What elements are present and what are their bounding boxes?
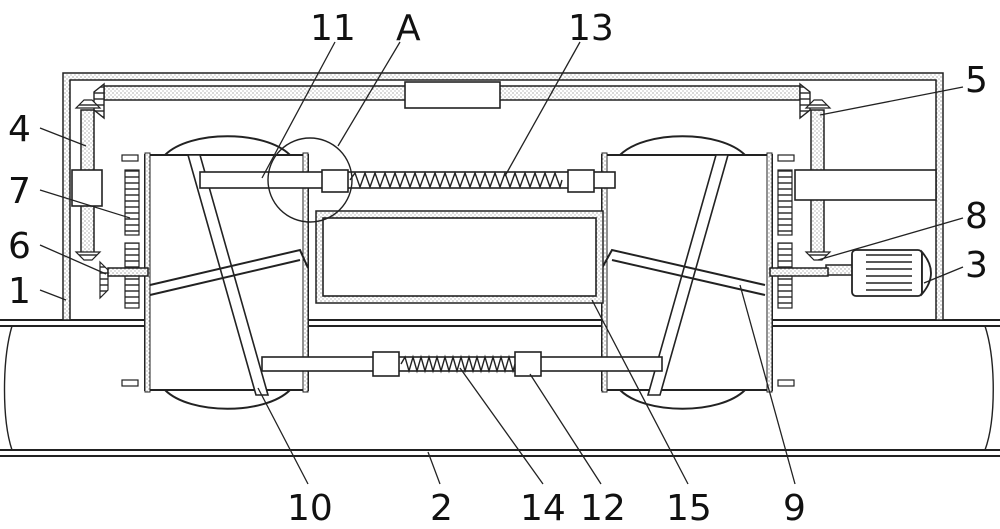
- label-5: 5: [965, 60, 988, 101]
- upper-spring-rod-13: [199, 169, 616, 193]
- left-clamp-body: [99, 135, 309, 410]
- middle-block-15: [315, 210, 604, 304]
- right-clamp-body: [601, 135, 829, 410]
- label-3: 3: [965, 245, 988, 286]
- label-13: 13: [568, 8, 614, 49]
- label-a: A: [396, 8, 421, 49]
- top-shaft: [93, 81, 811, 120]
- label-14: 14: [520, 488, 566, 529]
- label-10: 10: [287, 488, 333, 529]
- label-11: 11: [310, 8, 356, 49]
- label-4: 4: [8, 109, 31, 150]
- label-7: 7: [8, 171, 31, 212]
- lower-spring-rod-14: [261, 351, 663, 377]
- detail-circle-a: [267, 137, 353, 223]
- part-labels: 11 A 13 5 4 7 8 6 3 1 10 2 14 12 15 9: [8, 8, 988, 529]
- label-6: 6: [8, 226, 31, 267]
- right-vertical-shaft-5: [794, 99, 937, 261]
- motor-3: [825, 249, 932, 297]
- label-12: 12: [580, 488, 626, 529]
- label-9: 9: [783, 488, 806, 529]
- leader-lines: [39, 41, 964, 485]
- label-15: 15: [666, 488, 712, 529]
- label-8: 8: [965, 196, 988, 237]
- left-vertical-shaft-4: [71, 99, 103, 261]
- housing-1: [62, 72, 944, 321]
- label-2: 2: [430, 488, 453, 529]
- label-1: 1: [8, 271, 31, 312]
